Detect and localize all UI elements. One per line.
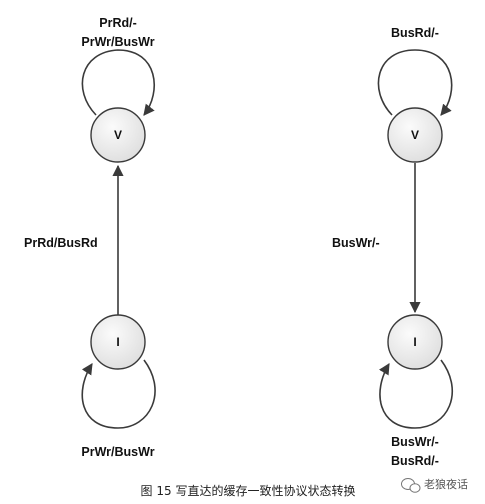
right-diagram: BusRd/- V BusWr/- I BusWr/- BusRd/- [332,26,453,468]
left-state-i-node [90,314,146,370]
left-i-self-loop [81,359,156,429]
figure-caption: 图 15 写直达的缓存一致性协议状态转换 [141,483,356,498]
right-bottom-loop-label-line2: BusRd/- [391,454,439,468]
left-diagram: PrRd/- PrWr/BusWr V PrRd/BusRd I PrWr/Bu… [24,16,156,459]
left-top-loop-label-line2: PrWr/BusWr [81,35,154,49]
left-top-loop-label-line1: PrRd/- [99,16,137,30]
right-v-self-loop [377,49,453,116]
left-transition-label: PrRd/BusRd [24,236,98,250]
right-transition-label: BusWr/- [332,236,380,250]
right-state-i-label: I [413,335,416,349]
left-bottom-loop-label: PrWr/BusWr [81,445,154,459]
left-state-v-node [90,107,146,163]
right-i-self-loop [378,359,453,429]
left-state-v-label: V [114,128,122,142]
watermark-text: 老狼夜话 [424,477,468,491]
right-bottom-loop-label-line1: BusWr/- [391,435,439,449]
right-top-loop-label: BusRd/- [391,26,439,40]
left-v-self-loop [81,49,156,116]
watermark: 老狼夜话 [401,477,468,493]
wechat-icon [401,478,421,493]
left-state-i-label: I [116,335,119,349]
right-state-v-node [387,107,443,163]
right-state-v-label: V [411,128,419,142]
right-state-i-node [387,314,443,370]
